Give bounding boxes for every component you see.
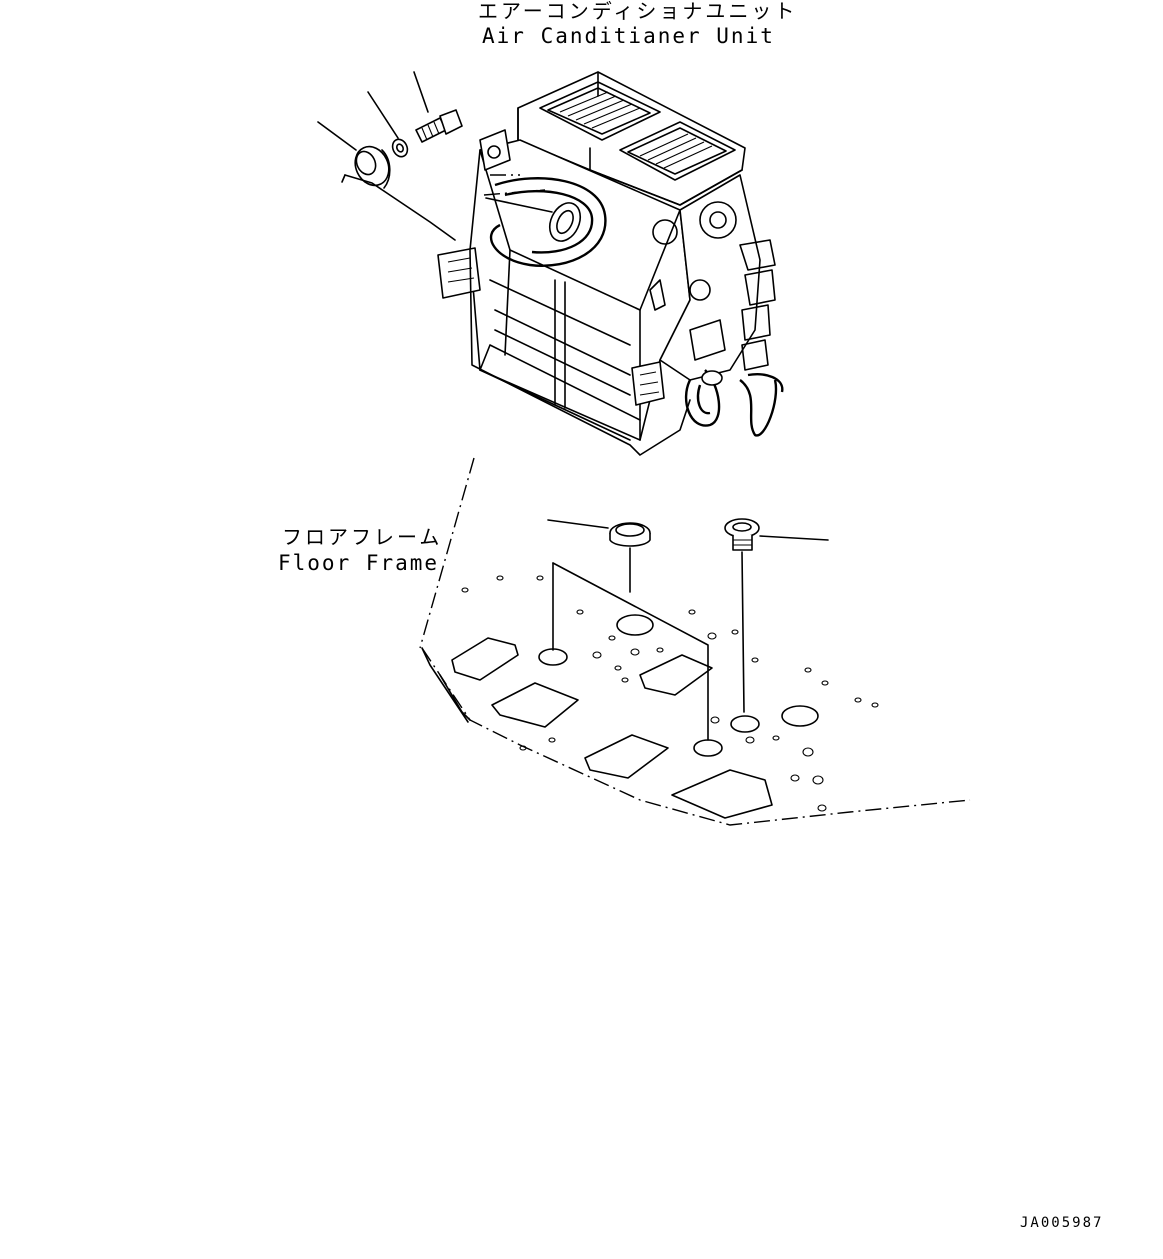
air-conditioner-unit — [437, 71, 784, 456]
air-conditioner-unit-label-en: Air Canditianer Unit — [482, 24, 775, 48]
grommet-part — [354, 145, 391, 189]
bolt-part — [415, 109, 463, 143]
mounting-fasteners — [317, 71, 553, 241]
floor-plug — [547, 519, 709, 741]
floor-grommet — [724, 518, 829, 713]
floor-frame-label-en: Floor Frame — [278, 551, 439, 575]
washer-part — [391, 138, 409, 158]
floor-frame — [421, 575, 971, 826]
drawing-code: JA005987 — [1020, 1215, 1103, 1231]
floor-frame-label-jp: フロアフレーム — [282, 525, 442, 549]
unit-outline-dashed — [419, 457, 475, 649]
air-conditioner-unit-label-jp: エアーコンディショナユニット — [478, 0, 797, 23]
